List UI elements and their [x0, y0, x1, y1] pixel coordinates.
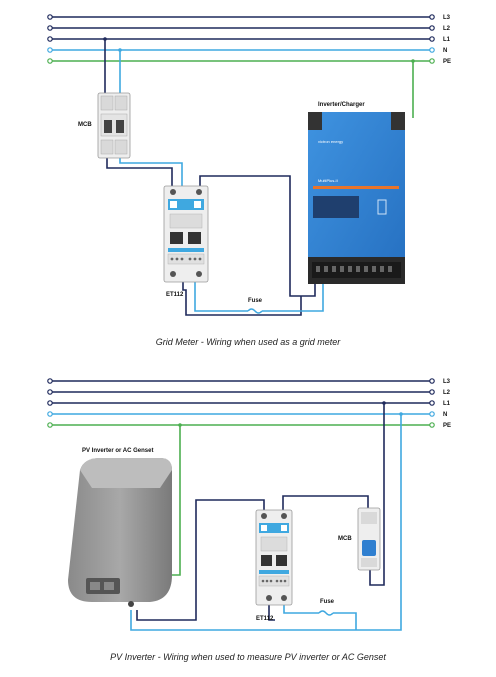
fuse-label-bottom: Fuse — [320, 599, 335, 605]
bottom-diagram: L3 L2 L1 N PE — [47, 378, 451, 662]
fuse-label-top: Fuse — [248, 298, 263, 304]
caption-top: Grid Meter - Wiring when used as a grid … — [156, 337, 341, 347]
pv-inverter — [68, 458, 172, 607]
bus-label-l3-bottom: L3 — [443, 379, 451, 385]
meter-label-bottom: ET112 — [256, 616, 274, 622]
bus-label-n-bottom: N — [443, 412, 447, 418]
mcb-label-top: MCB — [78, 122, 92, 128]
meter-top — [163, 185, 209, 283]
top-diagram: L3 L2 L1 N PE — [47, 14, 451, 347]
inverter-charger — [308, 112, 405, 284]
inverter-model: MultiPlus-II — [318, 178, 338, 183]
bus-label-n: N — [443, 48, 447, 54]
inverter-brand: victron energy — [318, 139, 343, 144]
top-wires — [103, 37, 415, 316]
bus-lines: L3 L2 L1 N PE — [47, 14, 451, 65]
mcb-top — [97, 92, 131, 159]
pv-title: PV Inverter or AC Genset — [82, 448, 153, 454]
inverter-title: Inverter/Charger — [318, 102, 365, 108]
bus-label-l2: L2 — [443, 26, 451, 32]
bus-label-pe: PE — [443, 59, 451, 65]
bus-lines-bottom: L3 L2 L1 N PE — [47, 378, 451, 429]
bus-label-l3: L3 — [443, 15, 451, 21]
mcb-bottom — [357, 507, 381, 571]
meter-bottom — [255, 509, 293, 606]
bus-label-l2-bottom: L2 — [443, 390, 451, 396]
mcb-label-bottom: MCB — [338, 536, 352, 542]
caption-bottom: PV Inverter - Wiring when used to measur… — [110, 652, 386, 662]
bus-label-l1-bottom: L1 — [443, 401, 451, 407]
bus-label-pe-bottom: PE — [443, 423, 451, 429]
bottom-wires — [130, 401, 403, 631]
bus-label-l1: L1 — [443, 37, 451, 43]
meter-label-top: ET112 — [166, 292, 184, 298]
